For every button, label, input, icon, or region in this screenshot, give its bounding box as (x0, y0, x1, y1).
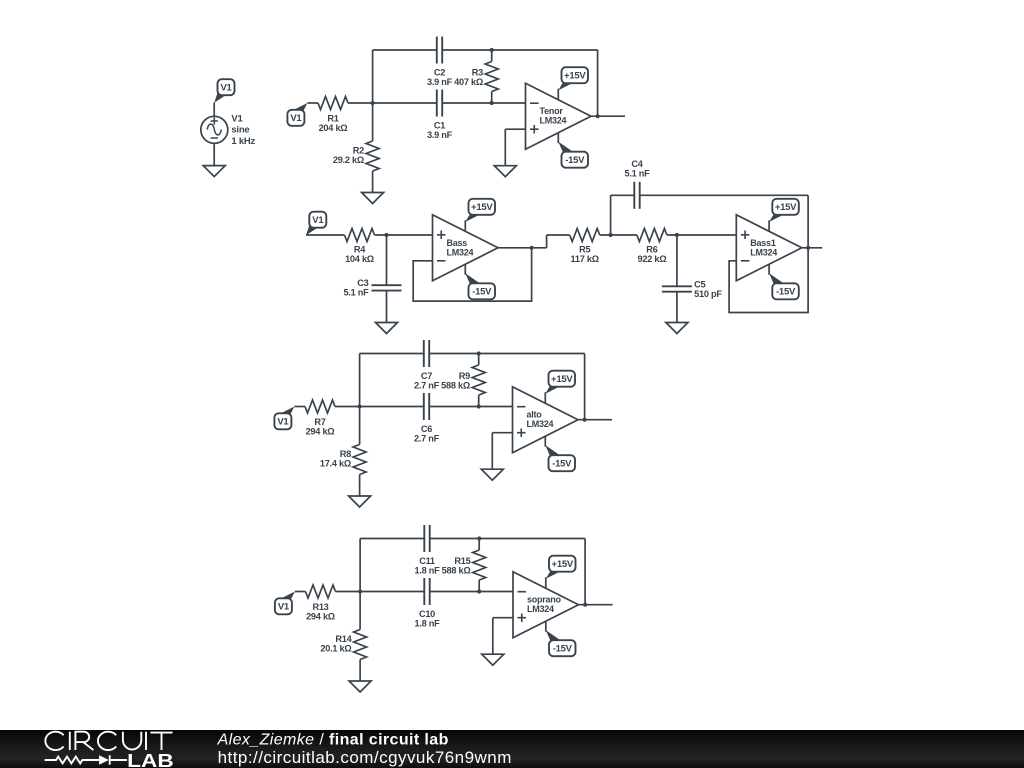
svg-text:3.9 nF: 3.9 nF (427, 130, 453, 140)
svg-text:3.9 nF: 3.9 nF (427, 77, 453, 87)
svg-text:R4: R4 (354, 245, 366, 255)
svg-text:1.8 nF: 1.8 nF (414, 619, 440, 629)
svg-text:C11: C11 (419, 556, 435, 566)
svg-text:-15V: -15V (565, 155, 585, 166)
svg-text:2.7 nF: 2.7 nF (414, 380, 440, 390)
svg-text:588 kΩ: 588 kΩ (442, 565, 471, 575)
svg-text:R13: R13 (312, 602, 328, 612)
svg-text:R3: R3 (472, 67, 483, 77)
svg-text:V1: V1 (278, 602, 290, 613)
svg-text:R1: R1 (327, 114, 338, 124)
svg-text:V1: V1 (290, 113, 302, 124)
svg-text:R8: R8 (340, 449, 351, 459)
svg-text:Alex_Ziemke / final circuit la: Alex_Ziemke / final circuit lab (217, 732, 449, 749)
svg-text:294 kΩ: 294 kΩ (306, 612, 335, 622)
svg-text:V1: V1 (231, 114, 243, 125)
svg-text:5.1 nF: 5.1 nF (624, 169, 650, 179)
svg-text:alto: alto (527, 410, 543, 420)
svg-text:LM324: LM324 (750, 247, 777, 257)
svg-text:294 kΩ: 294 kΩ (306, 427, 335, 437)
svg-text:407 kΩ: 407 kΩ (454, 77, 483, 87)
svg-text:C6: C6 (421, 424, 432, 434)
svg-text:C4: C4 (631, 159, 643, 169)
svg-text:R14: R14 (335, 634, 352, 644)
svg-text:117 kΩ: 117 kΩ (571, 254, 599, 264)
svg-text:C10: C10 (419, 609, 435, 619)
svg-text:2.7 nF: 2.7 nF (414, 434, 440, 444)
svg-text:17.4 kΩ: 17.4 kΩ (320, 459, 351, 469)
svg-text:R6: R6 (646, 245, 657, 255)
svg-text:-15V: -15V (553, 644, 573, 655)
svg-text:-15V: -15V (472, 287, 492, 298)
svg-text:+15V: +15V (552, 559, 574, 570)
svg-text:V1: V1 (312, 215, 324, 226)
svg-text:C7: C7 (421, 371, 432, 381)
svg-text:LAB: LAB (127, 751, 174, 768)
svg-text:-15V: -15V (776, 287, 796, 298)
svg-text:1.8 nF: 1.8 nF (414, 565, 440, 575)
svg-text:5.1 nF: 5.1 nF (343, 288, 369, 298)
svg-text:C3: C3 (357, 278, 368, 288)
svg-text:C2: C2 (434, 67, 445, 77)
svg-text:R15: R15 (454, 556, 470, 566)
svg-text:29.2 kΩ: 29.2 kΩ (333, 155, 364, 165)
svg-text:V1: V1 (220, 83, 232, 94)
svg-text:http://circuitlab.com/cgyvuk76: http://circuitlab.com/cgyvuk76n9wnm (218, 748, 512, 767)
svg-text:V1: V1 (277, 417, 289, 428)
svg-text:R2: R2 (353, 146, 364, 156)
svg-text:+15V: +15V (564, 71, 586, 82)
svg-text:R5: R5 (579, 245, 590, 255)
svg-text:510 pF: 510 pF (694, 289, 722, 299)
svg-text:+15V: +15V (551, 374, 573, 385)
svg-text:+15V: +15V (775, 202, 797, 213)
svg-text:soprano: soprano (527, 595, 562, 605)
svg-text:204 kΩ: 204 kΩ (319, 123, 348, 133)
svg-text:LM324: LM324 (540, 116, 567, 126)
svg-text:Bass: Bass (447, 238, 468, 248)
svg-text:C5: C5 (694, 279, 705, 289)
svg-text:LM324: LM324 (447, 247, 474, 257)
svg-text:-15V: -15V (552, 459, 572, 470)
svg-text:20.1 kΩ: 20.1 kΩ (320, 644, 351, 654)
svg-text:LM324: LM324 (527, 604, 554, 614)
svg-text:C1: C1 (434, 121, 445, 131)
svg-text:+15V: +15V (471, 202, 493, 213)
svg-text:Tenor: Tenor (540, 106, 564, 116)
svg-text:sine: sine (231, 125, 249, 136)
svg-text:R9: R9 (459, 371, 470, 381)
svg-text:LM324: LM324 (527, 419, 554, 429)
svg-text:922 kΩ: 922 kΩ (637, 254, 666, 264)
svg-text:588 kΩ: 588 kΩ (441, 380, 470, 390)
svg-text:Bass1: Bass1 (750, 238, 776, 248)
svg-text:104 kΩ: 104 kΩ (345, 254, 374, 264)
svg-text:R7: R7 (314, 417, 325, 427)
svg-text:1 kHz: 1 kHz (231, 136, 255, 147)
